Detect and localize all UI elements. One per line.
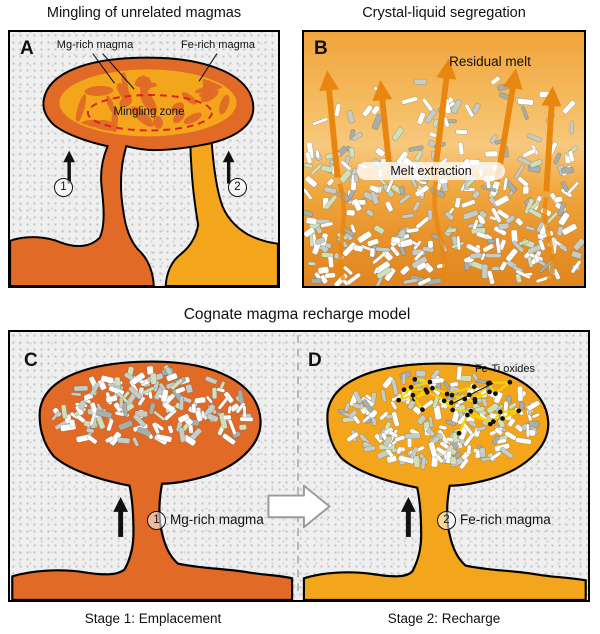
mingling-zone-ring [86, 94, 213, 132]
melt-extraction-label: Melt extraction [357, 162, 505, 181]
mg-rich-magma-label: Mg-rich magma [56, 39, 134, 51]
mg-magma-wisps [75, 71, 230, 135]
stage1-caption: Stage 1: Emplacement [84, 611, 222, 626]
stage-transition-arrow [267, 484, 331, 529]
label-leader-lines [92, 53, 218, 90]
fe-ti-oxide-network [396, 376, 522, 436]
title-segregation: Crystal-liquid segregation [362, 5, 526, 21]
stage2-caption: Stage 2: Recharge [387, 611, 501, 626]
panel-d-letter: D [308, 350, 322, 371]
title-mingling: Mingling of unrelated magmas [46, 5, 242, 21]
panel-c-letter: C [24, 350, 38, 371]
stage1-crystal-pile [51, 364, 254, 447]
stage2-magma-label: Fe-rich magma [460, 512, 551, 527]
panel-a-illustration [8, 30, 280, 288]
conduit-2-number: 2 [228, 178, 247, 197]
ascent-arrows [63, 150, 235, 184]
stage1-number: 1 [147, 511, 166, 530]
fe-ti-leader-line [453, 382, 494, 404]
stage2-number: 2 [437, 511, 456, 530]
title-recharge-model: Cognate magma recharge model [183, 306, 411, 323]
fe-ti-oxides-label: Fe-Ti oxides [474, 363, 536, 375]
melt-veins [337, 181, 555, 283]
conduit-1-number: 1 [54, 178, 73, 197]
residual-melt-label: Residual melt [449, 54, 531, 69]
stage1-magma-label: Mg-rich magma [170, 512, 264, 527]
fe-rich-magma-label: Fe-rich magma [181, 39, 255, 51]
mingling-zone-label: Mingling zone [113, 106, 185, 118]
fe-rich-conduit [164, 131, 278, 286]
panel-cd-illustration [8, 330, 590, 602]
panel-a-letter: A [20, 38, 34, 59]
panel-b-letter: B [314, 38, 328, 59]
